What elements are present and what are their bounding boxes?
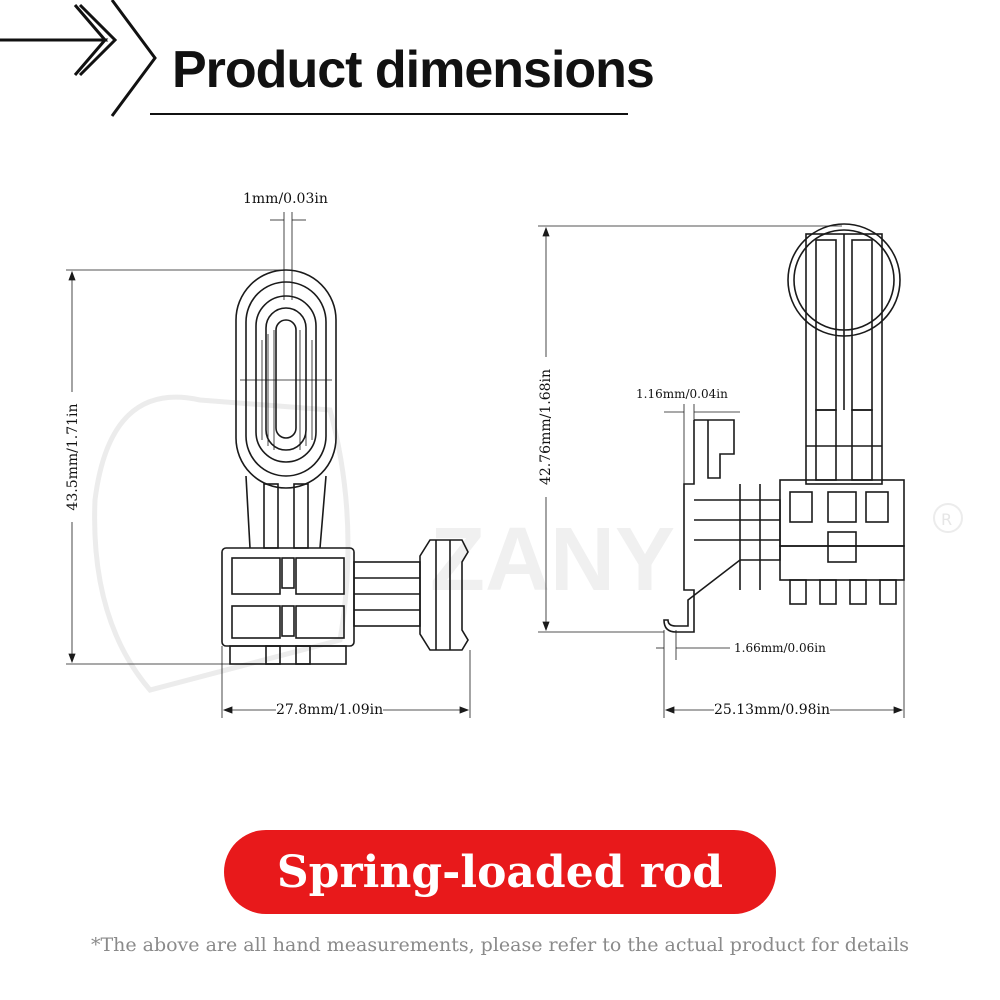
dimension-label-left-width: 27.8mm/1.09in — [276, 702, 384, 718]
svg-text:ZANY: ZANY — [430, 510, 675, 610]
svg-text:R: R — [941, 510, 952, 529]
dimension-label-right-width: 25.13mm/0.98in — [714, 702, 831, 718]
dimension-label-left-offset: 1.16mm/0.04in — [636, 386, 728, 402]
badge-label: Spring-loaded rod — [276, 846, 724, 898]
dimension-label-top-width: 1mm/0.03in — [243, 191, 328, 207]
dimension-label-right-height: 42.76mm/1.68in — [538, 357, 554, 497]
left-part-outline — [221, 269, 469, 665]
header-arrow-icon — [0, 0, 157, 117]
right-dimension-lines — [538, 225, 905, 718]
dimension-label-hook-offset: 1.66mm/0.06in — [734, 640, 826, 656]
feature-badge: Spring-loaded rod — [224, 830, 776, 914]
right-part-outline — [663, 223, 905, 633]
page-title: Product dimensions — [172, 41, 655, 99]
watermark-logo: ZANY R — [92, 394, 963, 693]
dimension-label-left-height: 43.5mm/1.71in — [65, 392, 81, 522]
left-dimension-lines — [66, 212, 471, 718]
measurement-footnote: *The above are all hand measurements, pl… — [90, 934, 910, 956]
